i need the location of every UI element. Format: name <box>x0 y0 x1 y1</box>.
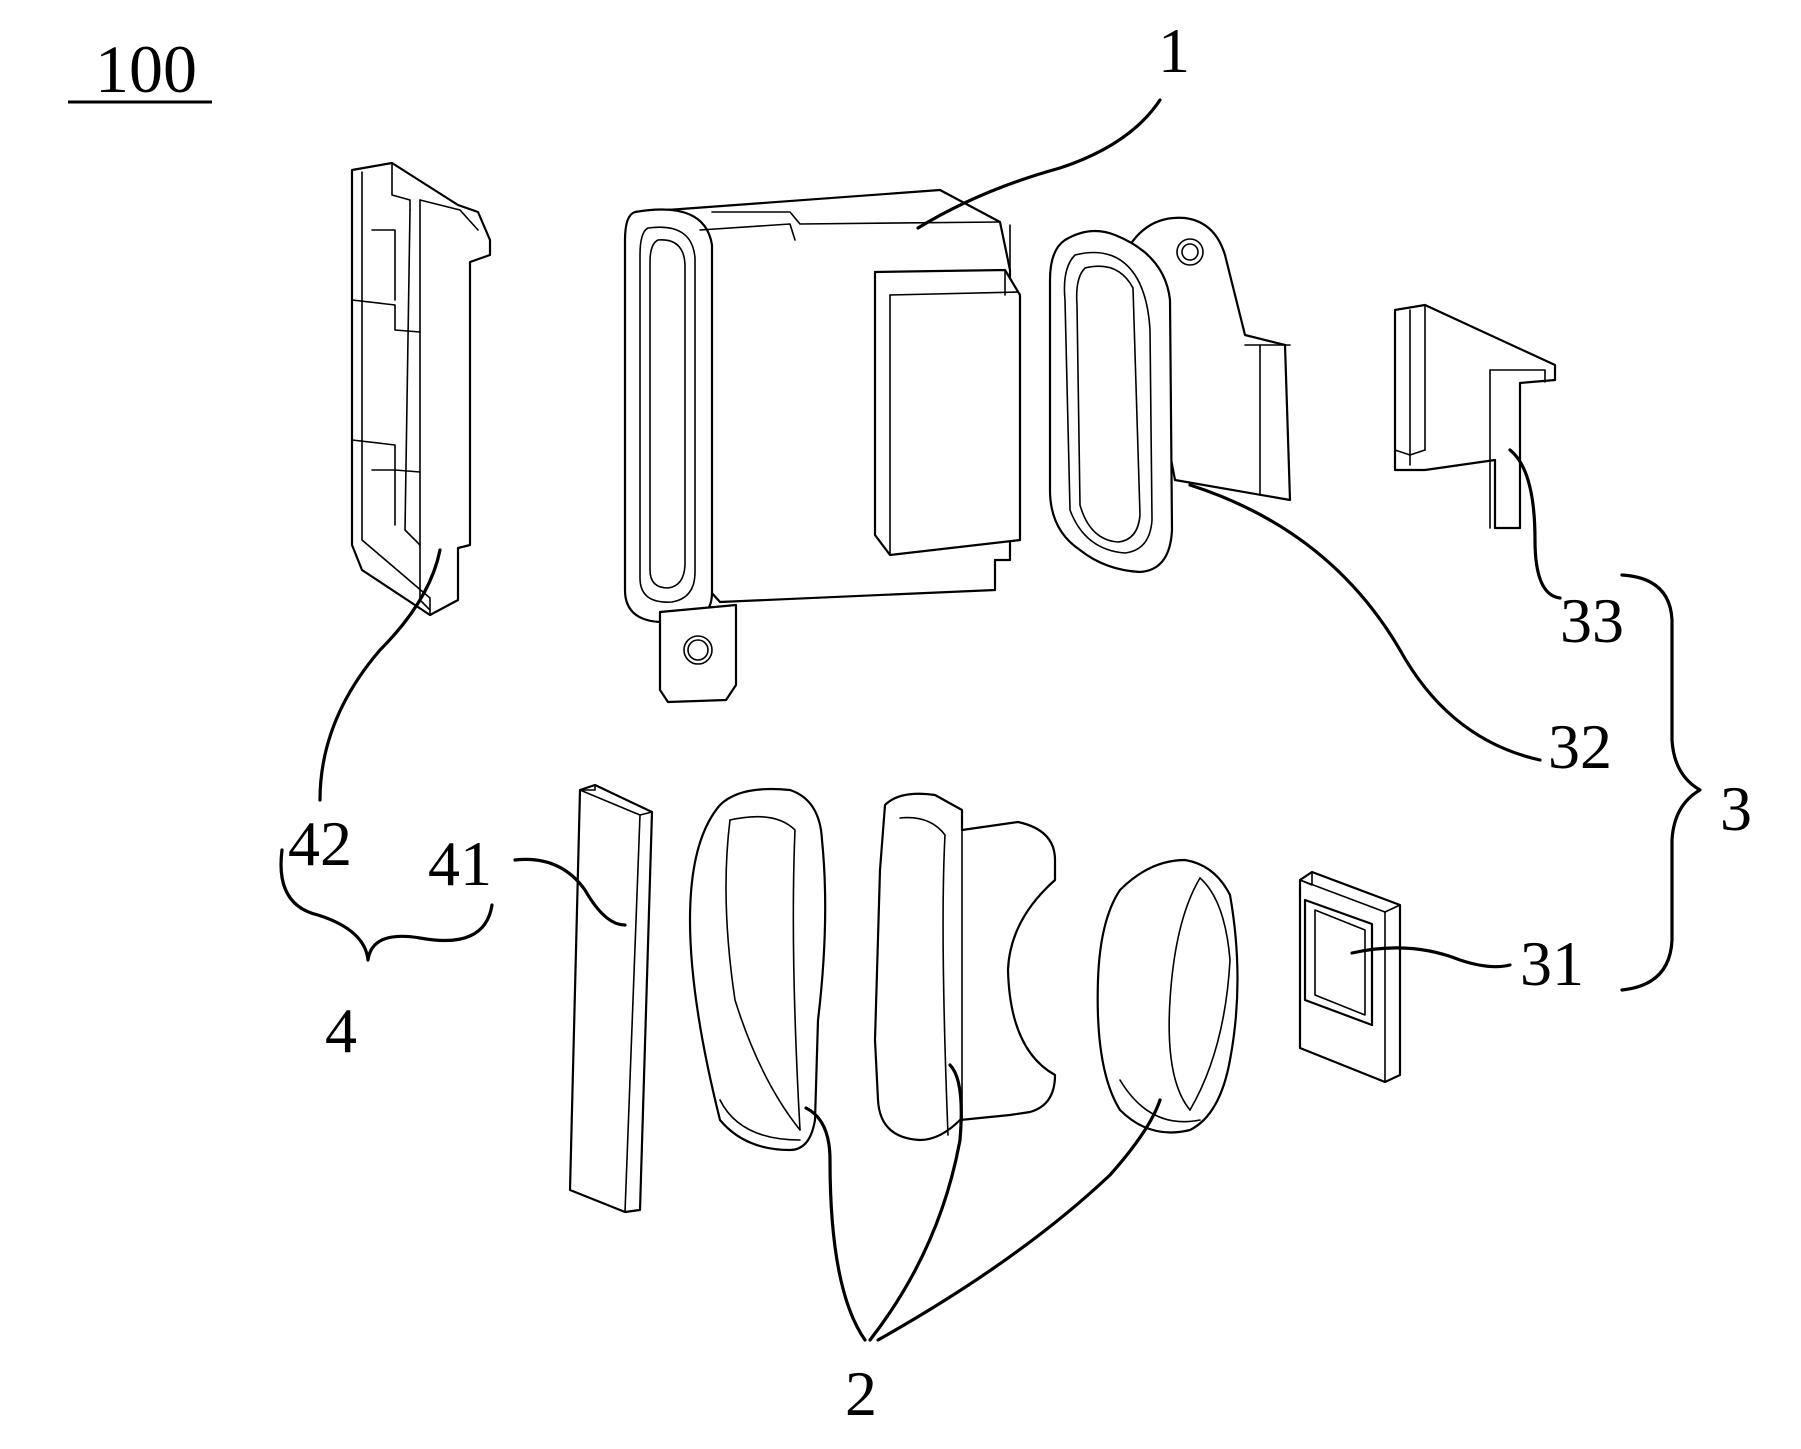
part-2-lens-1 <box>688 787 827 1152</box>
figure-number: 100 <box>95 31 197 107</box>
brace-3 <box>1620 573 1702 992</box>
callout-1: 1 <box>1158 15 1190 86</box>
leader-41 <box>513 857 627 927</box>
part-41-plate <box>568 783 654 1214</box>
brace-4 <box>279 848 494 962</box>
callout-33: 33 <box>1560 585 1624 656</box>
leader-42 <box>318 548 442 802</box>
part-33-clip <box>1393 303 1557 530</box>
part-1-housing <box>623 188 1022 704</box>
leader-2c <box>876 1098 1162 1342</box>
leader-33 <box>1508 448 1562 600</box>
callout-41: 41 <box>428 828 492 899</box>
part-31-sensor <box>1298 870 1402 1084</box>
leader-31 <box>1350 946 1512 969</box>
part-32-holder <box>1048 216 1292 574</box>
part-2-lens-2 <box>873 792 1057 1142</box>
part-2-lens-3 <box>1096 858 1239 1134</box>
leader-2b <box>868 1063 963 1342</box>
callout-42: 42 <box>288 808 352 879</box>
callout-3: 3 <box>1720 773 1752 844</box>
callout-4: 4 <box>325 995 357 1066</box>
callout-31: 31 <box>1520 928 1584 999</box>
callout-2: 2 <box>845 1358 877 1429</box>
leader-2a <box>804 1106 867 1342</box>
leader-1 <box>916 98 1162 230</box>
callout-32: 32 <box>1548 711 1612 782</box>
part-42-bracket <box>350 161 492 617</box>
leader-32 <box>1188 483 1542 762</box>
